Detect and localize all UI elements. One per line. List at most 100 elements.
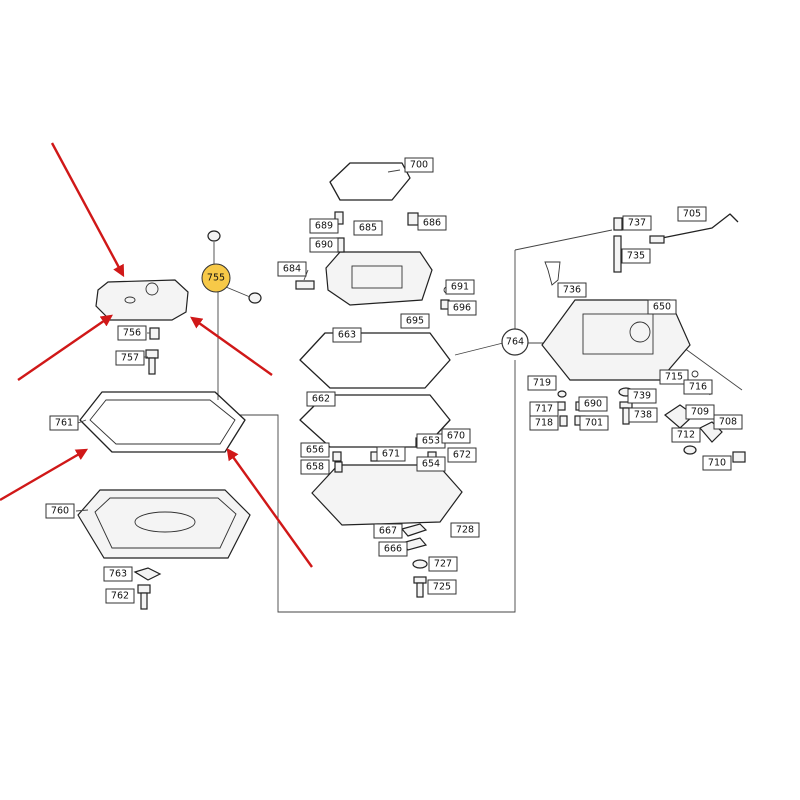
callout-691-label: 691	[451, 282, 469, 293]
callout-761-label: 761	[55, 418, 73, 429]
seal-756-part	[149, 327, 160, 340]
callout-735-label: 735	[627, 251, 645, 262]
callout-739[interactable]: 739	[627, 388, 657, 404]
callout-690[interactable]: 690	[309, 237, 339, 253]
callout-708[interactable]: 708	[713, 414, 743, 430]
callout-656-label: 656	[306, 445, 324, 456]
callout-761[interactable]: 761	[49, 415, 79, 431]
callout-689-label: 689	[315, 221, 333, 232]
arrow-mid-right	[190, 316, 273, 376]
callout-691[interactable]: 691	[445, 279, 475, 295]
callout-663[interactable]: 663	[332, 327, 362, 343]
callout-757-label: 757	[121, 353, 139, 364]
callout-705[interactable]: 705	[677, 206, 707, 222]
valve-body-650-part	[541, 299, 691, 381]
callout-717-label: 717	[535, 404, 553, 415]
callout-654[interactable]: 654	[416, 456, 446, 472]
callout-717[interactable]: 717	[529, 401, 559, 417]
callout-712[interactable]: 712	[671, 427, 701, 443]
cover-plate-700-part	[329, 162, 411, 201]
arrow-lower-left	[0, 448, 89, 502]
callout-738[interactable]: 738	[628, 407, 658, 423]
callout-672[interactable]: 672	[447, 447, 477, 463]
callout-728[interactable]: 728	[450, 522, 480, 538]
callout-718[interactable]: 718	[529, 415, 559, 431]
callout-656[interactable]: 656	[300, 442, 330, 458]
callout-716-label: 716	[689, 382, 707, 393]
callout-762[interactable]: 762	[105, 588, 135, 604]
callout-662[interactable]: 662	[306, 391, 336, 407]
callout-710[interactable]: 710	[702, 455, 732, 471]
shift-rod-705-part	[649, 213, 739, 244]
callout-685-label: 685	[359, 223, 377, 234]
callout-763[interactable]: 763	[103, 566, 133, 582]
callout-667[interactable]: 667	[373, 523, 403, 539]
callout-662-label: 662	[312, 394, 330, 405]
callout-666[interactable]: 666	[378, 541, 408, 557]
callout-690-label: 690	[315, 240, 333, 251]
callout-764[interactable]: 764	[501, 328, 529, 356]
callout-653-label: 653	[422, 436, 440, 447]
callout-670[interactable]: 670	[441, 428, 471, 444]
callout-650[interactable]: 650	[647, 299, 677, 315]
callout-737[interactable]: 737	[622, 215, 652, 231]
callout-735[interactable]: 735	[621, 248, 651, 264]
callout-696[interactable]: 696	[447, 300, 477, 316]
callout-705-label: 705	[683, 209, 701, 220]
arrow-top-left	[50, 142, 125, 278]
callout-762-label: 762	[111, 591, 129, 602]
callout-672-label: 672	[453, 450, 471, 461]
valve-body-upper-part	[325, 251, 433, 306]
valve-plate-lower-part	[311, 464, 463, 526]
callout-654-label: 654	[422, 459, 440, 470]
callout-684-label: 684	[283, 264, 301, 275]
callout-690b[interactable]: 690	[578, 396, 608, 412]
plate-663-part	[299, 332, 451, 389]
callout-700[interactable]: 700	[404, 157, 434, 173]
callout-700-label: 700	[410, 160, 428, 171]
callout-686-label: 686	[423, 218, 441, 229]
callout-719-label: 719	[533, 378, 551, 389]
callout-684[interactable]: 684	[277, 261, 307, 277]
callout-725[interactable]: 725	[427, 579, 457, 595]
callout-763-label: 763	[109, 569, 127, 580]
gasket-761-part	[79, 391, 246, 453]
callout-738-label: 738	[634, 410, 652, 421]
callout-695-label: 695	[406, 316, 424, 327]
callout-757[interactable]: 757	[115, 350, 145, 366]
callout-727[interactable]: 727	[428, 556, 458, 572]
callout-695[interactable]: 695	[400, 313, 430, 329]
callout-755-label: 755	[207, 273, 225, 284]
callout-708-label: 708	[719, 417, 737, 428]
callout-685[interactable]: 685	[353, 220, 383, 236]
leader-lines	[75, 169, 401, 512]
callout-715[interactable]: 715	[659, 369, 689, 385]
callout-715-label: 715	[665, 372, 683, 383]
callout-653[interactable]: 653	[416, 433, 446, 449]
callout-736[interactable]: 736	[557, 282, 587, 298]
callout-710-label: 710	[708, 458, 726, 469]
callout-739-label: 739	[633, 391, 651, 402]
callout-756-label: 756	[123, 328, 141, 339]
callout-689[interactable]: 689	[309, 218, 339, 234]
callout-650-label: 650	[653, 302, 671, 313]
callout-701[interactable]: 701	[579, 415, 609, 431]
callout-671[interactable]: 671	[376, 446, 406, 462]
washer-763-part	[133, 567, 162, 581]
group-bracket-lines	[217, 229, 743, 613]
callout-719[interactable]: 719	[527, 375, 557, 391]
callout-663-label: 663	[338, 330, 356, 341]
arrow-mid-left	[17, 314, 113, 381]
callout-760[interactable]: 760	[45, 503, 75, 519]
callout-709[interactable]: 709	[685, 404, 715, 420]
filter-nut-part	[207, 230, 262, 304]
callout-737-label: 737	[628, 218, 646, 229]
callout-658-label: 658	[306, 462, 324, 473]
callout-686[interactable]: 686	[417, 215, 447, 231]
callout-716[interactable]: 716	[683, 379, 713, 395]
callout-658[interactable]: 658	[300, 459, 330, 475]
callout-764-label: 764	[506, 337, 524, 348]
callout-756[interactable]: 756	[117, 325, 147, 341]
callout-755[interactable]: 755	[201, 263, 231, 293]
